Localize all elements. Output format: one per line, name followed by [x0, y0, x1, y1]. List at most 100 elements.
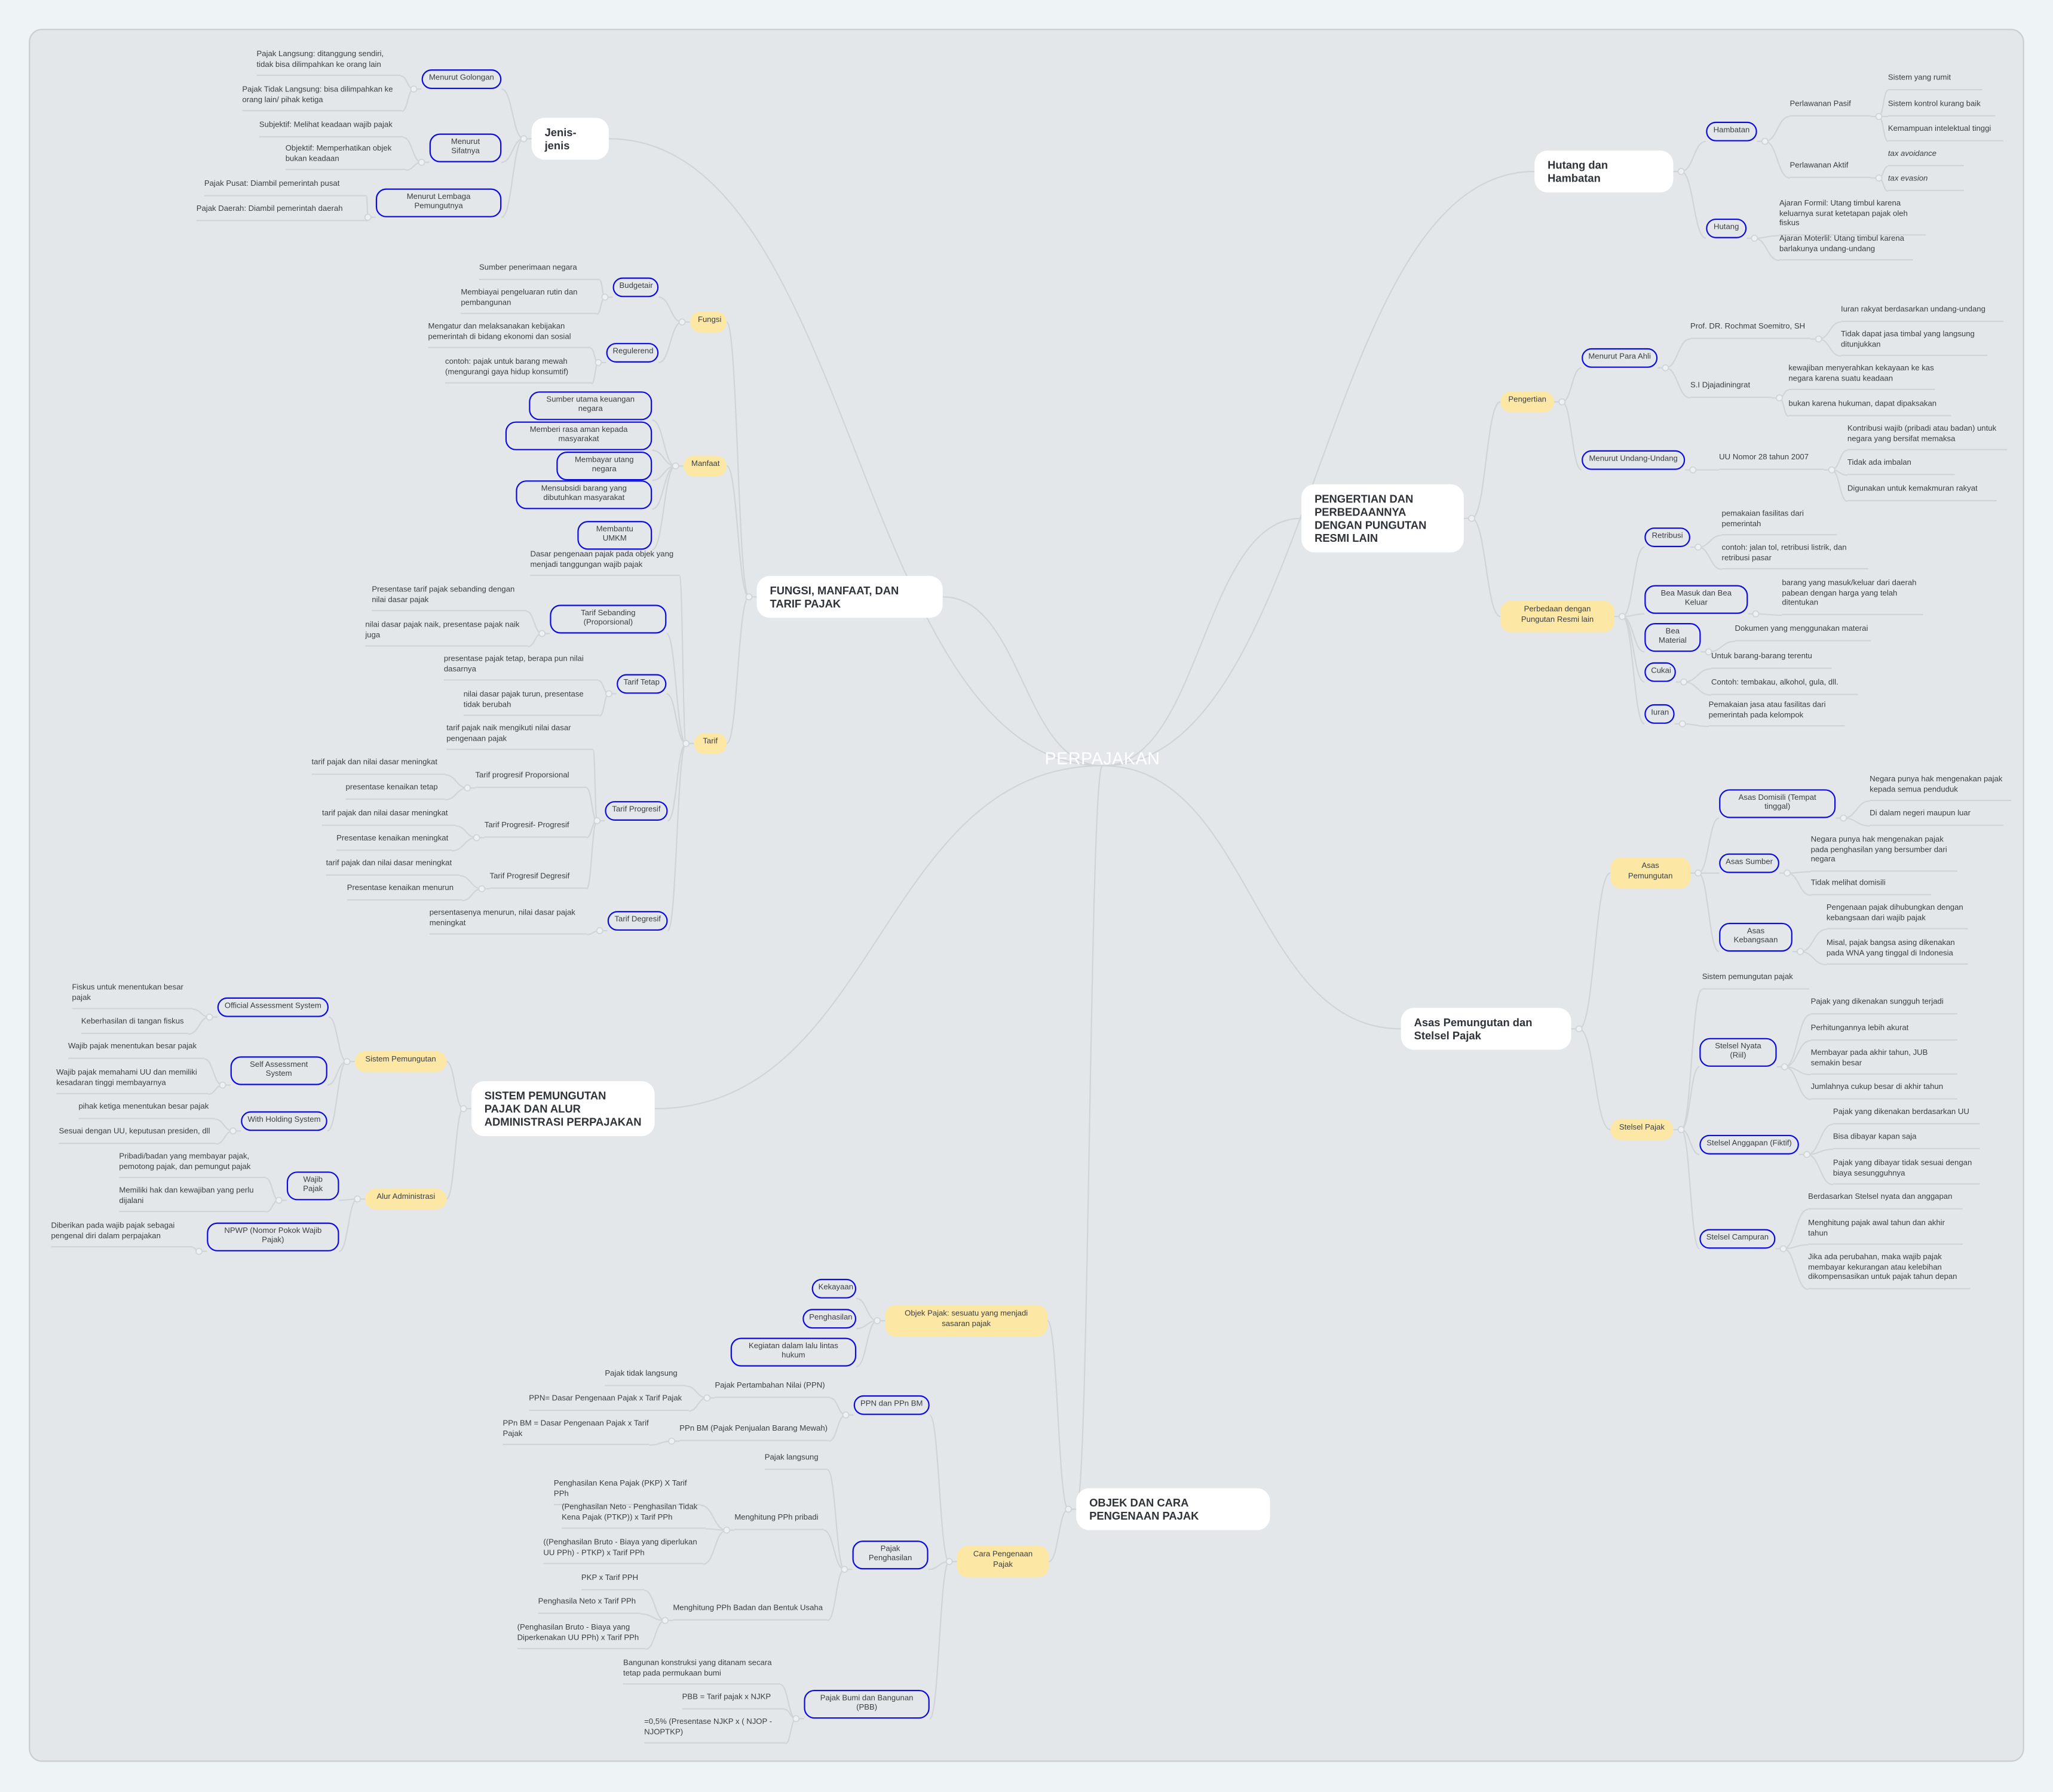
note-topic-o2c3[interactable]: =0,5% (Presentase NJKP x ( NJOP - NJOPTK… — [644, 1719, 786, 1744]
note-topic-f3b2[interactable]: nilai dasar pajak naik, presentase pajak… — [365, 622, 528, 647]
note-topic-p2e1[interactable]: Pemakaian jasa atau fasilitas dari pemer… — [1708, 702, 1845, 727]
note-topic-h1a3[interactable]: Kemampuan intelektual tinggi — [1887, 125, 2003, 141]
collapse-toggle-a1b[interactable] — [1784, 869, 1791, 877]
collapse-toggle-o2a1[interactable] — [703, 1394, 711, 1402]
collapse-toggle-h1[interactable] — [1761, 137, 1769, 145]
collapse-toggle-p1b[interactable] — [1689, 466, 1697, 474]
topic-box-a1c[interactable]: Asas Kebangsaan — [1719, 922, 1792, 952]
main-topic-f[interactable]: FUNGSI, MANFAAT, DAN TARIF PAJAK — [756, 576, 943, 618]
note-topic-s1c1[interactable]: pihak ketiga menentukan besar pajak — [78, 1103, 215, 1119]
collapse-toggle-p1a[interactable] — [1662, 364, 1669, 372]
note-topic-a1c2[interactable]: Misal, pajak bangsa asing dikenakan pada… — [1826, 940, 1968, 965]
collapse-toggle-o2a[interactable] — [842, 1411, 850, 1419]
topic-box-a1b[interactable]: Asas Sumber — [1719, 853, 1779, 873]
collapse-toggle-h1a[interactable] — [1875, 113, 1883, 120]
collapse-toggle-s2b[interactable] — [195, 1247, 203, 1255]
topic-box-p2d[interactable]: Cukai — [1644, 662, 1676, 682]
collapse-toggle-o2c[interactable] — [792, 1715, 800, 1723]
collapse-toggle-s2[interactable] — [354, 1195, 361, 1203]
note-topic-s1b2[interactable]: Wajib pajak memahami UU dan memiliki kes… — [56, 1069, 209, 1095]
topic-box-a1a[interactable]: Asas Domisili (Tempat tinggal) — [1719, 789, 1836, 819]
topic-box-o1b[interactable]: Penghasilan — [802, 1309, 857, 1328]
collapse-toggle-a1c[interactable] — [1797, 948, 1804, 955]
collapse-toggle-o1[interactable] — [874, 1317, 881, 1324]
topic-box-f3e[interactable]: Tarif Degresif — [607, 911, 668, 931]
topic-box-f3c[interactable]: Tarif Tetap — [617, 674, 667, 694]
collapse-toggle-o2[interactable] — [945, 1558, 953, 1566]
note-topic-p2b1[interactable]: barang yang masuk/keluar dari daerah pab… — [1782, 580, 1924, 615]
note-topic-a2b4[interactable]: Jumlahnya cukup besar di akhir tahun — [1810, 1084, 1957, 1099]
main-topic-h[interactable]: Hutang dan Hambatan — [1534, 150, 1674, 193]
note-topic-o2b3[interactable]: Menghitung PPh Badan dan Bentuk Usaha — [673, 1605, 828, 1620]
note-topic-h1b1[interactable]: tax avoidance — [1887, 151, 1964, 166]
topic-box-o2a[interactable]: PPN dan PPn BM — [853, 1395, 930, 1415]
collapse-toggle-h[interactable] — [1677, 168, 1685, 175]
note-topic-f1a2[interactable]: Membiayai pengeluaran rutin dan pembangu… — [461, 289, 597, 315]
collapse-toggle-p1[interactable] — [1558, 398, 1566, 406]
note-topic-o2b1[interactable]: Pajak langsung — [764, 1455, 828, 1469]
note-topic-h1b[interactable]: Perlawanan Aktif — [1790, 162, 1871, 178]
note-topic-f3d4a[interactable]: tarif pajak dan nilai dasar meningkat — [326, 860, 460, 876]
note-topic-s1a2[interactable]: Keberhasilan di tangan fiskus — [81, 1018, 189, 1034]
note-topic-f3e1[interactable]: persentasenya menurun, nilai dasar pajak… — [429, 910, 587, 935]
subtopic-s1[interactable]: Sistem Pemungutan — [354, 1051, 447, 1072]
topic-box-o1c[interactable]: Kegiatan dalam lalu lintas hukum — [730, 1337, 857, 1367]
collapse-toggle-p2c[interactable] — [1705, 648, 1712, 656]
collapse-toggle-f3c[interactable] — [605, 690, 612, 698]
main-topic-o[interactable]: OBJEK DAN CARA PENGENAAN PAJAK — [1076, 1488, 1270, 1530]
collapse-toggle-f3b[interactable] — [538, 630, 546, 637]
note-topic-p1a1[interactable]: Prof. DR. Rochmat Soemitro, SH — [1690, 323, 1811, 339]
note-topic-p1b1c[interactable]: Digunakan untuk kemakmuran rakyat — [1847, 486, 1997, 501]
collapse-toggle-a2c[interactable] — [1803, 1150, 1810, 1158]
collapse-toggle-a1[interactable] — [1695, 869, 1702, 877]
main-topic-a[interactable]: Asas Pemungutan dan Stelsel Pajak — [1401, 1008, 1571, 1050]
collapse-toggle-s1b[interactable] — [219, 1081, 226, 1089]
note-topic-o2b2b[interactable]: (Penghasilan Neto - Penghasilan Tidak Ke… — [562, 1504, 706, 1529]
note-topic-f3d2b[interactable]: presentase kenaikan tetap — [345, 784, 446, 799]
note-topic-s2a1[interactable]: Pribadi/badan yang membayar pajak, pemot… — [119, 1153, 266, 1179]
topic-box-p1b[interactable]: Menurut Undang-Undang — [1582, 450, 1686, 470]
collapse-toggle-h2[interactable] — [1751, 234, 1758, 242]
note-topic-a1c1[interactable]: Pengenaan pajak dihubungkan dengan keban… — [1826, 904, 1968, 930]
collapse-toggle-p2a[interactable] — [1695, 544, 1702, 551]
note-topic-a1b1[interactable]: Negara punya hak mengenakan pajak pada p… — [1810, 836, 1957, 872]
note-topic-h1a1[interactable]: Sistem yang rumit — [1887, 75, 1982, 90]
topic-box-o1a[interactable]: Kekayaan — [811, 1278, 857, 1299]
collapse-toggle-a2b[interactable] — [1781, 1063, 1788, 1070]
topic-box-j3[interactable]: Menurut Lembaga Pemungutnya — [375, 188, 502, 218]
collapse-toggle-p2e[interactable] — [1678, 720, 1686, 728]
note-topic-f3d2[interactable]: Tarif progresif Proporsional — [475, 772, 587, 788]
note-topic-o2b3a[interactable]: PKP x Tarif PPH — [581, 1575, 645, 1590]
note-topic-a2d2[interactable]: Menghitung pajak awal tahun dan akhir ta… — [1808, 1220, 1963, 1245]
topic-box-p2b[interactable]: Bea Masuk dan Bea Keluar — [1644, 585, 1748, 615]
collapse-toggle-s1[interactable] — [343, 1058, 351, 1066]
note-topic-o2a1a[interactable]: Pajak tidak langsung — [605, 1370, 687, 1386]
note-topic-f1a1[interactable]: Sumber penerimaan negara — [479, 265, 600, 280]
note-topic-o2a2a[interactable]: PPn BM = Dasar Pengenaan Pajak x Tarif P… — [502, 1420, 649, 1446]
note-topic-f3d2a[interactable]: tarif pajak dan nilai dasar meningkat — [311, 759, 446, 775]
note-topic-h1a[interactable]: Perlawanan Pasif — [1790, 101, 1871, 116]
collapse-toggle-f3d[interactable] — [593, 817, 601, 824]
topic-box-j2[interactable]: Menurut Sifatnya — [429, 133, 502, 163]
collapse-toggle-h1b[interactable] — [1875, 174, 1883, 182]
subtopic-f2[interactable]: Manfaat — [683, 455, 727, 477]
note-topic-p1a1b[interactable]: Tidak dapat jasa timbal yang langsung di… — [1840, 331, 1988, 357]
topic-box-s2a[interactable]: Wajib Pajak — [286, 1171, 339, 1201]
collapse-toggle-p2[interactable] — [1619, 613, 1626, 621]
note-topic-a2d3[interactable]: Jika ada perubahan, maka wajib pajak mem… — [1808, 1254, 1971, 1289]
note-topic-a1a1[interactable]: Negara punya hak mengenakan pajak kepada… — [1870, 776, 2011, 802]
note-topic-o2a1b[interactable]: PPN= Dasar Pengenaan Pajak x Tarif Pajak — [529, 1395, 689, 1411]
note-topic-f3d3b[interactable]: Presentase kenaikan meningkat — [336, 835, 452, 851]
note-topic-p2d1[interactable]: Untuk barang-barang terentu — [1711, 653, 1832, 668]
topic-box-f2e[interactable]: Membantu UMKM — [577, 521, 652, 551]
topic-box-f1b[interactable]: Regulerend — [606, 343, 659, 363]
note-topic-h2b[interactable]: Ajaran Moterlil: Utang timbul karena bar… — [1779, 235, 1913, 261]
note-topic-o2b2c[interactable]: ((Penghasilan Bruto - Biaya yang diperlu… — [543, 1539, 703, 1565]
subtopic-o2[interactable]: Cara Pengenaan Pajak — [957, 1545, 1049, 1577]
topic-box-f2c[interactable]: Membayar utang negara — [556, 451, 652, 481]
note-topic-o2b3b[interactable]: Penghasila Neto x Tarif PPh — [538, 1598, 641, 1613]
collapse-toggle-f1a[interactable] — [601, 293, 609, 301]
note-topic-p1b1a[interactable]: Kontribusi wajib (pribadi atau badan) un… — [1847, 425, 2008, 451]
collapse-toggle-p2b[interactable] — [1752, 610, 1760, 618]
topic-box-a2d[interactable]: Stelsel Campuran — [1699, 1229, 1776, 1249]
